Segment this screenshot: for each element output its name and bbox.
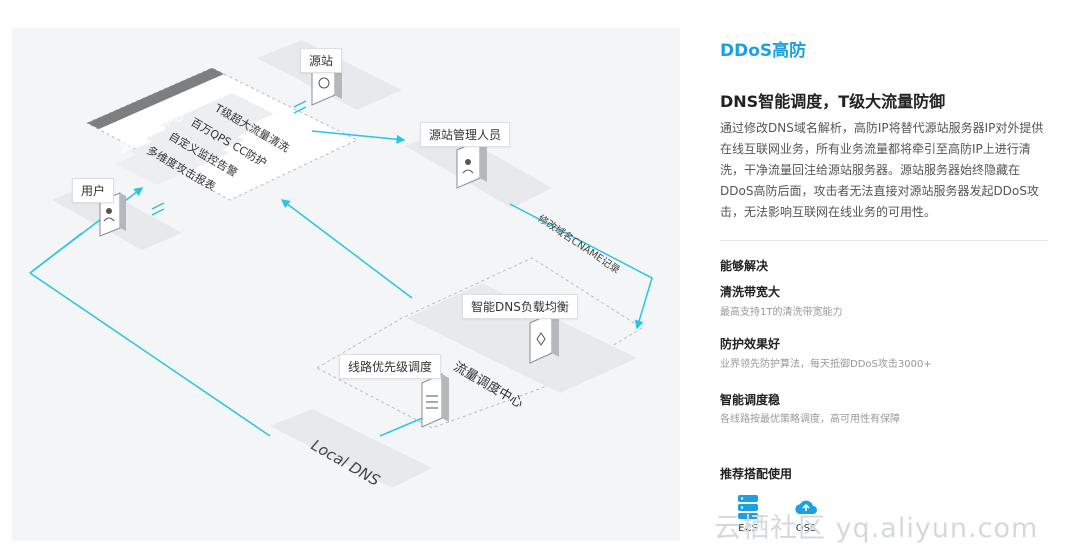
architecture-diagram: 源站 源站管理人员 用户 智能DNS负载均衡 线路优先级调度 高防清洗中心 T级… [12, 28, 680, 541]
user-label: 用户 [72, 178, 115, 203]
product-ecs-label: ECS [738, 523, 758, 534]
solves-heading: 能够解决 [720, 259, 769, 273]
feature-2-title: 防护效果好 [720, 337, 781, 351]
feature-1-desc: 最高支持1T的清洗带宽能力 [720, 307, 843, 318]
flow-arrow [280, 199, 413, 299]
panel-subtitle: DNS智能调度，T级大流量防御 [720, 92, 946, 111]
scrub-item-bar [115, 132, 229, 185]
admin-person-icon [456, 139, 487, 189]
cloud-upload-icon [795, 500, 817, 514]
divider [720, 240, 1048, 241]
flow-arrow [311, 130, 406, 144]
watermark: 云栖社区 yq.aliyun.com [714, 513, 1039, 544]
panel-description: 通过修改DNS域名解析，高防IP将替代源站服务器IP对外提供在线互联网业务，所有… [720, 121, 1044, 219]
feature-2-desc: 业界领先防护算法，每天抵御DDoS攻击3000+ [720, 359, 932, 370]
source-admin-label: 源站管理人员 [420, 122, 511, 147]
recommend-heading: 推荐搭配使用 [720, 467, 793, 481]
feature-1-title: 清洗带宽大 [720, 285, 781, 299]
sync-arrows [151, 202, 165, 216]
panel-title: DDoS高防 [720, 41, 807, 61]
feature-3-desc: 各线路按最优策略调度，高可用性有保障 [720, 414, 900, 425]
line-priority-label: 线路优先级调度 [339, 354, 442, 379]
flow-line [29, 272, 271, 437]
scrub-center-header [87, 68, 224, 129]
product-panel: DDoS高防 DNS智能调度，T级大流量防御 通过修改DNS域名解析，高防IP将… [720, 0, 1060, 555]
smart-dns-label: 智能DNS负载均衡 [462, 294, 578, 319]
product-oss-label: OSS [795, 523, 817, 534]
source-station-label: 源站 [300, 48, 343, 73]
feature-3-title: 智能调度稳 [720, 393, 781, 407]
product-ecs[interactable]: ECS [728, 494, 768, 534]
product-oss[interactable]: OSS [786, 496, 826, 534]
line-priority-server-icon [421, 373, 449, 428]
server-stack-icon [738, 495, 758, 519]
localdns-platform [270, 409, 432, 488]
flow-arrow [509, 203, 653, 330]
sync-arrows [293, 100, 307, 114]
